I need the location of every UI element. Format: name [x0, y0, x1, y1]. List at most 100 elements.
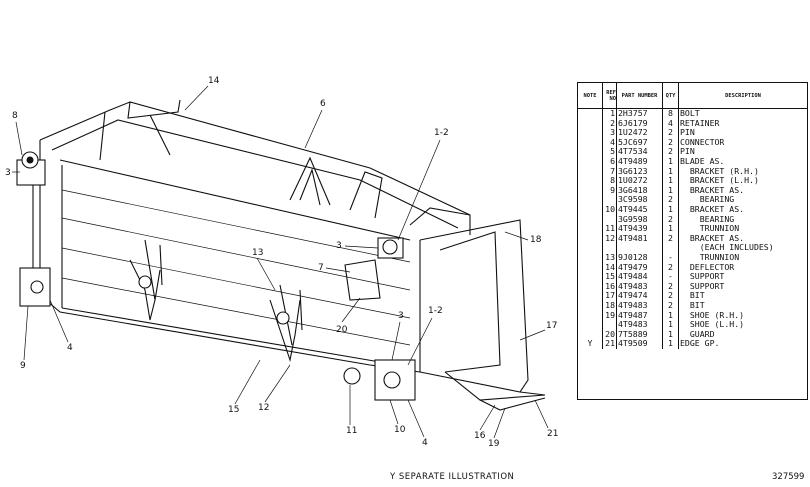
header-description: DESCRIPTION: [678, 83, 807, 109]
cell-note: [578, 214, 603, 225]
separate-illustration-note: Y SEPARATE ILLUSTRATION: [390, 472, 515, 482]
cell-note: [578, 156, 603, 167]
cell-desc: BIT: [680, 291, 705, 301]
cell-qty: 4: [662, 118, 679, 129]
cell-ref: 21: [602, 339, 617, 349]
cell-qty: 2: [662, 195, 679, 205]
cell-note: [578, 320, 603, 330]
cell-part: 4T9483: [616, 320, 663, 330]
cell-note: [578, 252, 603, 263]
cell-part: 4T9483: [616, 281, 663, 292]
cell-part: 7T5889: [616, 329, 663, 340]
cell-ref: [602, 243, 617, 253]
cell-qty: 1: [662, 310, 679, 321]
cell-ref: 7: [602, 166, 617, 177]
cell-ref: 19: [602, 310, 617, 321]
cell-ref: 10: [602, 204, 617, 215]
cell-ref: 17: [602, 291, 617, 301]
callout: 8: [12, 111, 18, 121]
cell-note: [578, 195, 603, 205]
callout: 14: [208, 76, 220, 86]
cell-qty: 8: [662, 108, 679, 119]
cell-desc: BEARING: [680, 214, 735, 224]
cell-part: 2H3757: [616, 108, 663, 119]
cell-ref: 20: [602, 329, 617, 340]
cell-ref: 9: [602, 185, 617, 196]
cell-part: 5JC697: [616, 137, 663, 148]
callout: 12: [258, 403, 269, 413]
blade-illustration: 14 6 8 3 1-2 3 7 18 13 20 1-2 3 17 4 9 1…: [5, 76, 558, 449]
cell-ref: [602, 214, 617, 225]
cell-desc: BRACKET (L.H.): [680, 176, 759, 186]
cell-desc: BOLT: [680, 108, 700, 119]
cell-ref: 8: [602, 176, 617, 186]
right-pivot-bracket: [343, 237, 416, 401]
cell-ref: [602, 320, 617, 330]
header-part-number: PART NUMBER: [616, 83, 663, 109]
callout: 13: [252, 248, 263, 258]
cell-part: 4T9481: [616, 233, 663, 244]
cell-ref: 4: [602, 137, 617, 148]
callout: 21: [547, 429, 558, 439]
cell-note: [578, 224, 603, 234]
cell-desc: TRUNNION: [680, 252, 740, 262]
callout: 16: [474, 431, 486, 441]
table-row: (EACH INCLUDES): [578, 243, 807, 253]
cell-part: 1U2472: [616, 128, 663, 138]
cell-note: [578, 166, 603, 177]
cell-qty: 2: [662, 233, 679, 244]
cell-qty: 2: [662, 137, 679, 148]
cell-ref: 18: [602, 300, 617, 311]
callout: 3: [5, 168, 11, 178]
cell-desc: SUPPORT: [680, 272, 725, 282]
callout: 4: [422, 438, 428, 448]
callout: 4: [67, 343, 73, 353]
left-pivot-bracket: [16, 151, 51, 307]
table-header-row: NOTE REF NO PART NUMBER QTY DESCRIPTION: [578, 83, 807, 109]
cell-qty: 1: [662, 166, 679, 177]
cell-ref: 14: [602, 262, 617, 273]
cell-ref: 2: [602, 118, 617, 129]
callout: 1-2: [434, 128, 449, 138]
cell-desc: EDGE GP.: [680, 339, 720, 349]
cell-part: 3G9598: [616, 214, 663, 225]
cell-desc: (EACH INCLUDES): [680, 243, 774, 253]
cell-ref: 6: [602, 156, 617, 167]
cell-ref: 11: [602, 224, 617, 234]
cell-desc: PIN: [680, 128, 695, 138]
cell-qty: 1: [662, 320, 679, 330]
cell-qty: 1: [662, 204, 679, 215]
header-ref-no: REF NO: [602, 83, 617, 109]
callout: 9: [20, 361, 26, 371]
cell-qty: 1: [662, 339, 679, 349]
cell-part: 3C9598: [616, 195, 663, 205]
cell-ref: 1: [602, 108, 617, 119]
callout: 1-2: [428, 306, 443, 316]
cell-qty: [662, 243, 679, 253]
cell-qty: 2: [662, 300, 679, 311]
cell-part: 4T9483: [616, 300, 663, 311]
cell-ref: 5: [602, 147, 617, 157]
cell-qty: -: [662, 252, 679, 263]
cell-part: 1U0272: [616, 176, 663, 186]
cell-part: 9J0128: [616, 252, 663, 263]
callout: 15: [228, 405, 239, 415]
cell-qty: 2: [662, 262, 679, 273]
cell-ref: [602, 195, 617, 205]
cell-note: [578, 118, 603, 129]
cell-note: [578, 291, 603, 301]
cell-desc: BRACKET AS.: [680, 204, 745, 215]
header-note: NOTE: [578, 83, 603, 109]
cell-part: 3G6123: [616, 166, 663, 177]
